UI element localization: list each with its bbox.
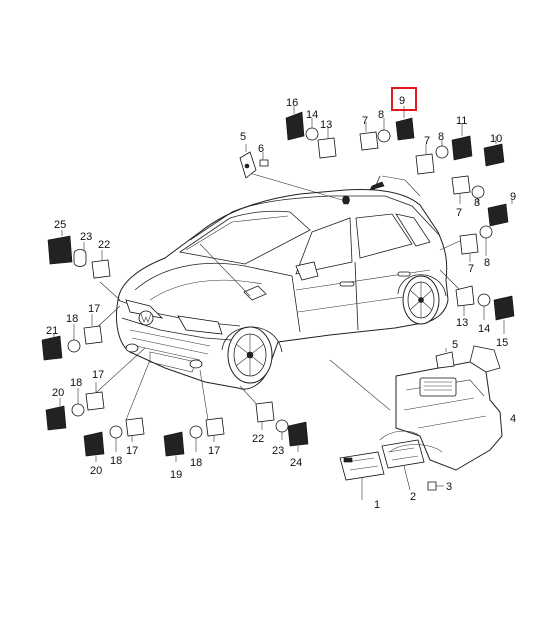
callout-25: 25	[54, 219, 66, 231]
callout-8-a: 8	[378, 109, 384, 121]
callout-numbers: 1 2 3 4 5 6 16 14 13 7 8 9 7 8 11 10 7 8…	[46, 87, 516, 511]
callout-8-d: 8	[484, 257, 490, 269]
callout-17-a: 17	[88, 303, 100, 315]
callout-21: 21	[46, 325, 58, 337]
callout-18-a: 18	[66, 313, 78, 325]
callout-22-bottom: 22	[252, 433, 264, 445]
callout-6: 6	[258, 143, 264, 155]
callout-9-highlighted: 9	[399, 95, 405, 107]
callout-17-b: 17	[92, 369, 104, 381]
callout-5-right: 5	[452, 339, 458, 351]
callout-20-a: 20	[52, 387, 64, 399]
control-unit-assembly	[339, 345, 503, 500]
sensor-part-10	[483, 136, 505, 167]
highlight-box	[391, 87, 417, 111]
callout-16: 16	[286, 97, 298, 109]
sensor-group-left-upper	[47, 230, 111, 279]
car-illustration	[116, 175, 449, 390]
sensor-group-right-lower	[455, 285, 515, 334]
sensor-part-9-right	[487, 200, 513, 227]
callout-7-a: 7	[362, 115, 368, 127]
sensor-group-bottom-middle	[163, 417, 225, 462]
sensor-group-bottom-right	[255, 401, 309, 452]
callout-18-c: 18	[110, 455, 122, 467]
sensor-group-top-right	[415, 124, 473, 175]
callout-13-right: 13	[456, 317, 468, 329]
sensor-group-top-left	[285, 106, 337, 159]
callout-17-c: 17	[126, 445, 138, 457]
callout-17-d: 17	[208, 445, 220, 457]
sensor-group-right-middle	[459, 225, 493, 262]
callout-20-b: 20	[90, 465, 102, 477]
callout-8-b: 8	[438, 131, 444, 143]
callout-8-c: 8	[474, 197, 480, 209]
callout-1: 1	[374, 499, 380, 511]
callout-19: 19	[170, 469, 182, 481]
callout-9-right: 9	[510, 191, 516, 203]
callout-23-bottom: 23	[272, 445, 284, 457]
callout-7-b: 7	[424, 135, 430, 147]
callout-18-b: 18	[70, 377, 82, 389]
sensor-group-top-middle	[359, 106, 415, 151]
callout-2: 2	[410, 491, 416, 503]
callout-13-top: 13	[320, 119, 332, 131]
callout-18-d: 18	[190, 457, 202, 469]
callout-3: 3	[446, 481, 452, 493]
callout-14-right: 14	[478, 323, 490, 335]
sensor-group-left-middle	[41, 314, 103, 361]
callout-5-top: 5	[240, 131, 246, 143]
sensor-group-right-upper	[451, 175, 485, 204]
callout-11: 11	[456, 115, 467, 127]
part-6-screw	[259, 152, 269, 167]
callout-24: 24	[290, 457, 302, 469]
sensor-group-left-lower	[45, 382, 105, 431]
callout-7-c: 7	[456, 207, 462, 219]
sensor-group-bottom-left	[83, 417, 145, 462]
callout-4: 4	[510, 413, 516, 425]
callout-14-top: 14	[306, 109, 318, 121]
part-5-bracket	[239, 144, 257, 179]
callout-15: 15	[496, 337, 508, 349]
callout-7-d: 7	[468, 263, 474, 275]
callout-23-left: 23	[80, 231, 92, 243]
callout-22-left: 22	[98, 239, 110, 251]
callout-10: 10	[490, 133, 502, 145]
